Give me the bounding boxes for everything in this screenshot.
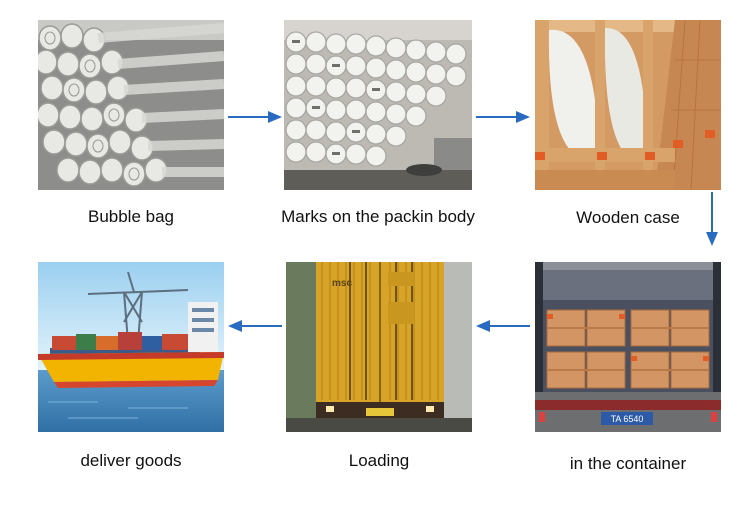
- license-plate-text: TA 6540: [611, 414, 644, 424]
- step-label-marks: Marks on the packin body: [281, 207, 475, 226]
- arrow-down-icon: [705, 192, 719, 246]
- arrow-left-icon: [228, 319, 282, 333]
- container-brand-text: msc: [332, 278, 352, 289]
- arrow-right-icon: [476, 110, 530, 124]
- in-container-photo: TA 6540: [535, 262, 721, 432]
- marks-photo: [284, 20, 472, 190]
- loading-photo: msc: [286, 262, 472, 432]
- bubble-bag-photo: [38, 20, 224, 190]
- arrow-right-icon: [228, 110, 282, 124]
- step-label-in-container: in the container: [569, 454, 687, 473]
- step-label-bubble-bag: Bubble bag: [87, 207, 175, 226]
- arrow-left-icon: [476, 319, 530, 333]
- deliver-goods-photo: [38, 262, 224, 432]
- wooden-case-photo: [535, 20, 721, 190]
- step-label-wooden-case: Wooden case: [576, 208, 680, 227]
- step-label-deliver-goods: deliver goods: [80, 451, 182, 470]
- step-label-loading: Loading: [348, 451, 410, 470]
